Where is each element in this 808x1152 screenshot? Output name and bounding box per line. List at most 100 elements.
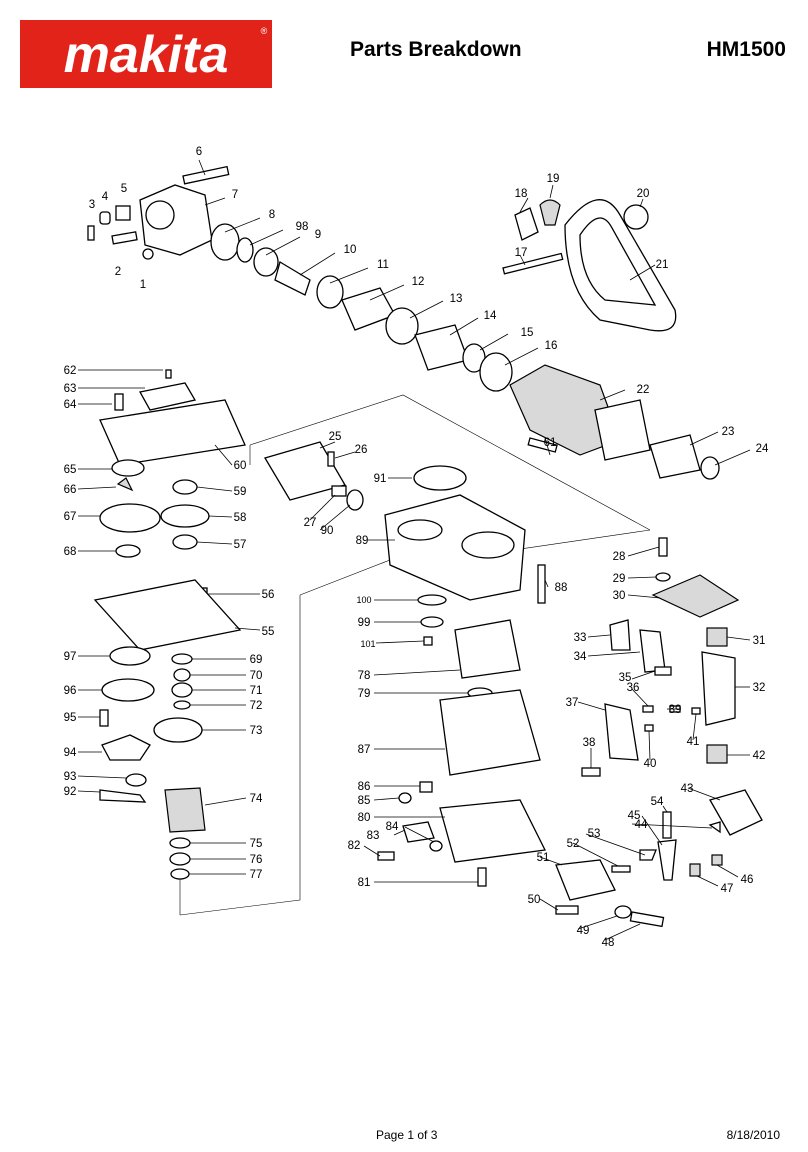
- part-54-rod: [662, 811, 672, 839]
- part-85-bushing: [398, 792, 412, 804]
- logo-background: [20, 20, 272, 88]
- part-label-73: 73: [250, 725, 263, 737]
- part-label-48: 48: [602, 937, 615, 949]
- part-label-23: 23: [722, 426, 735, 438]
- part-49-washer: [614, 905, 632, 919]
- part-label-99: 99: [358, 617, 371, 629]
- part-28-bolt: [658, 537, 668, 557]
- part-label-49: 49: [577, 925, 590, 937]
- part-label-29: 29: [613, 573, 626, 585]
- page-title: Parts Breakdown: [350, 38, 522, 61]
- part-17-bolt: [502, 252, 564, 275]
- part-75-ring: [169, 837, 191, 849]
- part-3-pin: [87, 225, 95, 241]
- part-label-93: 93: [64, 771, 77, 783]
- part-label-18: 18: [515, 188, 528, 200]
- part-22-flange: [594, 399, 651, 461]
- part-label-84: 84: [386, 821, 399, 833]
- part-label-19: 19: [547, 173, 560, 185]
- part-label-16: 16: [545, 340, 558, 352]
- part-58-gear: [160, 504, 210, 528]
- part-94-crank: [101, 734, 151, 761]
- part-label-83: 83: [367, 830, 380, 842]
- part-label-87: 87: [358, 744, 371, 756]
- part-18-clamp: [514, 207, 539, 241]
- part-label-56: 56: [262, 589, 275, 601]
- part-35-spring: [654, 666, 672, 676]
- part-99-plate: [420, 616, 444, 628]
- part-label-55: 55: [262, 626, 275, 638]
- part-label-22: 22: [637, 384, 650, 396]
- lever-assembly: [555, 789, 763, 928]
- part-label-74: 74: [250, 793, 263, 805]
- model-number: HM1500: [706, 38, 786, 61]
- part-label-28: 28: [613, 551, 626, 563]
- part-45-lever: [657, 839, 677, 881]
- part-95-bolt: [99, 709, 109, 727]
- cylinder-assembly: [87, 165, 513, 392]
- part-68-bearing: [115, 544, 141, 558]
- part-label-54: 54: [651, 796, 664, 808]
- part-label-98: 98: [296, 221, 309, 233]
- part-label-79: 79: [358, 688, 371, 700]
- part-label-72: 72: [250, 700, 263, 712]
- part-label-52: 52: [567, 838, 580, 850]
- part-label-92: 92: [64, 786, 77, 798]
- part-26-pin: [327, 451, 335, 467]
- part-label-78: 78: [358, 670, 371, 682]
- part-91-oring: [413, 465, 467, 491]
- part-43-switch: [709, 789, 763, 836]
- part-42-block: [706, 744, 728, 764]
- part-62-screw: [165, 369, 172, 379]
- part-label-12: 12: [412, 276, 425, 288]
- part-44-spring: [708, 821, 721, 834]
- part-96-baffle: [101, 678, 155, 702]
- part-label-15: 15: [521, 327, 534, 339]
- part-89-bore: [397, 519, 443, 541]
- part-label-33: 33: [574, 632, 587, 644]
- part-74-armature: [164, 787, 206, 833]
- part-label-65: 65: [64, 464, 77, 476]
- part-1-washer: [142, 248, 154, 260]
- part-20-knob: [623, 204, 649, 230]
- part-29-washer: [655, 572, 671, 582]
- part-label-91: 91: [374, 473, 387, 485]
- part-5-spring: [115, 205, 131, 221]
- part-53-clip: [639, 849, 657, 861]
- part-73-fan: [153, 717, 203, 743]
- part-label-1: 1: [140, 279, 146, 291]
- part-label-53: 53: [588, 828, 601, 840]
- part-40-pin: [644, 724, 654, 732]
- part-83-clamp: [402, 821, 435, 843]
- part-34-brush: [639, 629, 666, 673]
- crank-housing: [384, 494, 526, 601]
- part-24-ring: [700, 456, 720, 480]
- grip-assembly: [581, 537, 740, 777]
- part-label-51: 51: [537, 852, 550, 864]
- part-label-46: 46: [741, 874, 754, 886]
- page-number: Page 1 of 3: [376, 1128, 438, 1142]
- part-label-32: 32: [753, 682, 766, 694]
- piston-assembly: [264, 441, 467, 511]
- part-label-90: 90: [321, 525, 334, 537]
- part-60-cover: [99, 399, 246, 466]
- part-46-block: [711, 854, 723, 866]
- part-label-97: 97: [64, 651, 77, 663]
- part-label-39: 39: [669, 704, 682, 716]
- part-label-34: 34: [574, 651, 587, 663]
- part-label-27: 27: [304, 517, 317, 529]
- part-63-plate: [138, 382, 197, 411]
- part-label-8: 8: [269, 209, 275, 221]
- part-label-14: 14: [484, 310, 497, 322]
- part-label-67: 67: [64, 511, 77, 523]
- part-label-25: 25: [329, 431, 342, 443]
- part-61-bolt: [527, 437, 558, 453]
- part-93-bearing: [125, 773, 147, 787]
- part-label-10: 10: [344, 244, 357, 256]
- part-90-ring: [346, 489, 364, 511]
- part-label-50: 50: [528, 894, 541, 906]
- makita-logo: makita ®: [20, 20, 272, 88]
- part-98-ring: [236, 237, 254, 263]
- part-label-89: 89: [356, 535, 369, 547]
- part-59-bearing: [172, 479, 198, 495]
